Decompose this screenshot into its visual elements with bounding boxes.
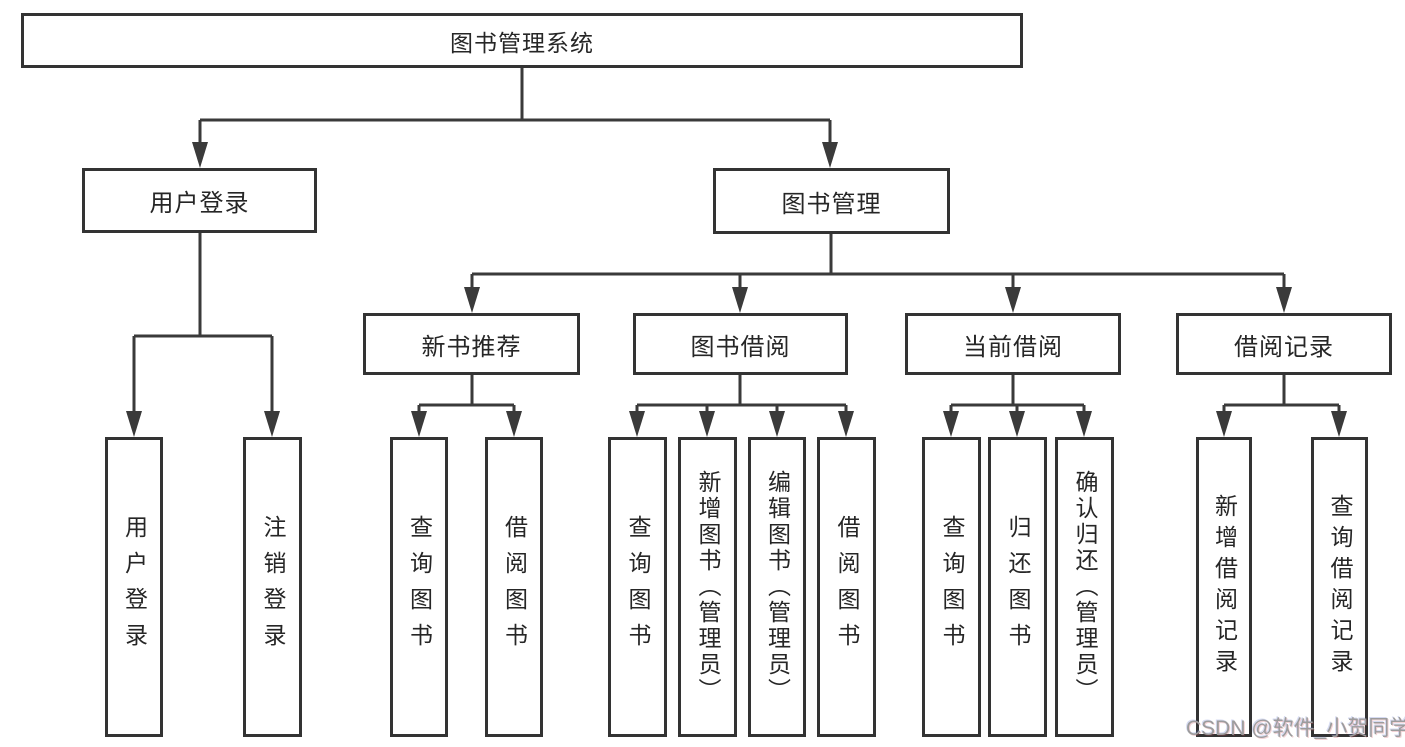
leaf-confirm-return-admin: 确认归还（管理员） bbox=[1055, 437, 1114, 737]
leaf-add-borrow-record: 新增借阅记录 bbox=[1196, 437, 1252, 737]
node-book-management-label: 图书管理 bbox=[781, 190, 882, 218]
leaf-add-borrow-record-label: 新增借阅记录 bbox=[1211, 494, 1238, 680]
node-root-label: 图书管理系统 bbox=[450, 29, 594, 56]
leaf-query-books-current: 查询图书 bbox=[922, 437, 981, 737]
leaf-query-borrow-record: 查询借阅记录 bbox=[1311, 437, 1368, 737]
arrowheads bbox=[126, 142, 1347, 437]
node-borrow-records-label: 借阅记录 bbox=[1234, 333, 1334, 361]
node-borrow-records: 借阅记录 bbox=[1176, 313, 1392, 375]
leaf-query-books-recommend: 查询图书 bbox=[390, 437, 448, 737]
leaf-logout-label: 注销登录 bbox=[260, 515, 286, 659]
node-book-borrow: 图书借阅 bbox=[633, 313, 848, 375]
node-current-borrow-label: 当前借阅 bbox=[963, 333, 1063, 361]
leaf-query-books-current-label: 查询图书 bbox=[939, 515, 965, 659]
node-new-book-recommend: 新书推荐 bbox=[363, 313, 580, 375]
node-user-login-label: 用户登录 bbox=[149, 190, 250, 217]
leaf-return-books: 归还图书 bbox=[988, 437, 1047, 737]
node-current-borrow: 当前借阅 bbox=[905, 313, 1121, 375]
leaf-confirm-return-admin-label: 确认归还（管理员） bbox=[1072, 470, 1098, 704]
node-new-book-recommend-label: 新书推荐 bbox=[421, 333, 522, 361]
leaf-user-login-label: 用户登录 bbox=[121, 515, 148, 659]
leaf-edit-books-admin: 编辑图书（管理员） bbox=[748, 437, 806, 737]
node-book-management: 图书管理 bbox=[713, 168, 950, 234]
leaf-return-books-label: 归还图书 bbox=[1005, 515, 1031, 659]
leaf-add-books-admin: 新增图书（管理员） bbox=[678, 437, 737, 737]
leaf-query-books-borrow-label: 查询图书 bbox=[625, 515, 651, 659]
leaf-query-books-borrow: 查询图书 bbox=[608, 437, 667, 737]
csdn-watermark: CSDN @软件_小贺同学 bbox=[1186, 717, 1405, 740]
leaf-borrow-books-label: 借阅图书 bbox=[834, 515, 860, 659]
leaf-borrow-books-recommend: 借阅图书 bbox=[485, 437, 543, 737]
leaf-query-books-recommend-label: 查询图书 bbox=[406, 515, 433, 659]
leaf-add-books-admin-label: 新增图书（管理员） bbox=[695, 470, 721, 704]
node-root: 图书管理系统 bbox=[21, 13, 1023, 68]
node-user-login: 用户登录 bbox=[82, 168, 317, 233]
node-book-borrow-label: 图书借阅 bbox=[690, 333, 791, 361]
leaf-borrow-books: 借阅图书 bbox=[817, 437, 876, 737]
leaf-edit-books-admin-label: 编辑图书（管理员） bbox=[764, 470, 791, 704]
leaf-logout: 注销登录 bbox=[243, 437, 302, 737]
leaf-user-login: 用户登录 bbox=[105, 437, 163, 737]
leaf-query-borrow-record-label: 查询借阅记录 bbox=[1327, 494, 1353, 680]
leaf-borrow-books-recommend-label: 借阅图书 bbox=[501, 515, 528, 659]
